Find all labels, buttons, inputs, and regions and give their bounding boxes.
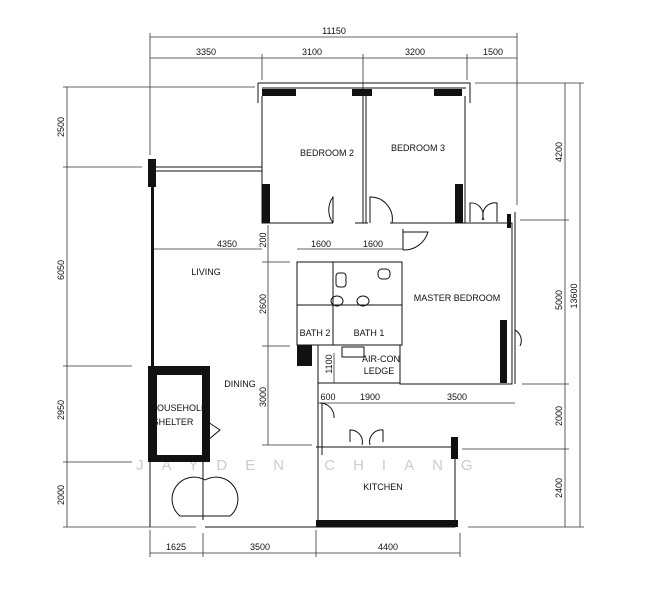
room-label-household: HOUSEHOLD	[150, 403, 208, 413]
dim-top-3: 3200	[405, 47, 425, 57]
bathroom-fixtures	[330, 268, 391, 358]
room-label-living: LIVING	[191, 267, 221, 277]
dim-1600-a: 1600	[311, 239, 331, 249]
dim-left-2: 6050	[56, 260, 66, 280]
dim-600: 600	[320, 392, 335, 402]
dim-3500: 3500	[447, 392, 467, 402]
room-label-bedroom-2: BEDROOM 2	[300, 148, 354, 158]
dim-bottom-1: 1625	[166, 542, 186, 552]
watermark: JAYDEN CHIANG	[136, 457, 491, 474]
room-label-bath-2: BATH 2	[300, 328, 331, 338]
dim-right-4: 2400	[554, 478, 564, 498]
dim-bottom-3: 4400	[378, 542, 398, 552]
room-label-dining: DINING	[224, 379, 256, 389]
dim-top-total: 11150	[322, 26, 346, 36]
room-label-master-bedroom: MASTER BEDROOM	[414, 293, 501, 303]
dim-2600: 2600	[258, 294, 268, 314]
dim-3000: 3000	[258, 387, 268, 407]
dim-200: 200	[258, 232, 268, 247]
walls	[148, 82, 516, 528]
dim-4350: 4350	[217, 239, 237, 249]
dim-top-4: 1500	[483, 47, 503, 57]
dim-right-3: 2000	[554, 406, 564, 426]
room-label-aircon: AIR-CON	[362, 354, 400, 364]
dim-left-1: 2500	[56, 117, 66, 137]
dim-top-2: 3100	[302, 47, 322, 57]
room-label-bath-1: BATH 1	[354, 328, 385, 338]
doors	[171, 195, 522, 517]
dim-right-total: 13600	[569, 283, 579, 308]
room-label-ledge: LEDGE	[364, 366, 395, 376]
dim-top-1: 3350	[196, 47, 216, 57]
dim-1600-b: 1600	[363, 239, 383, 249]
dim-bottom-2: 3500	[250, 542, 270, 552]
dim-left-3: 2950	[56, 400, 66, 420]
dim-right-1: 4200	[554, 142, 564, 162]
dim-1900: 1900	[360, 392, 380, 402]
room-label-kitchen: KITCHEN	[363, 482, 403, 492]
dim-left-4: 2000	[56, 485, 66, 505]
room-label-shelter: SHELTER	[153, 417, 194, 427]
dim-right-2: 5000	[554, 290, 564, 310]
dimension-lines	[63, 33, 584, 557]
dim-1100: 1100	[324, 354, 334, 373]
room-label-bedroom-3: BEDROOM 3	[391, 143, 445, 153]
